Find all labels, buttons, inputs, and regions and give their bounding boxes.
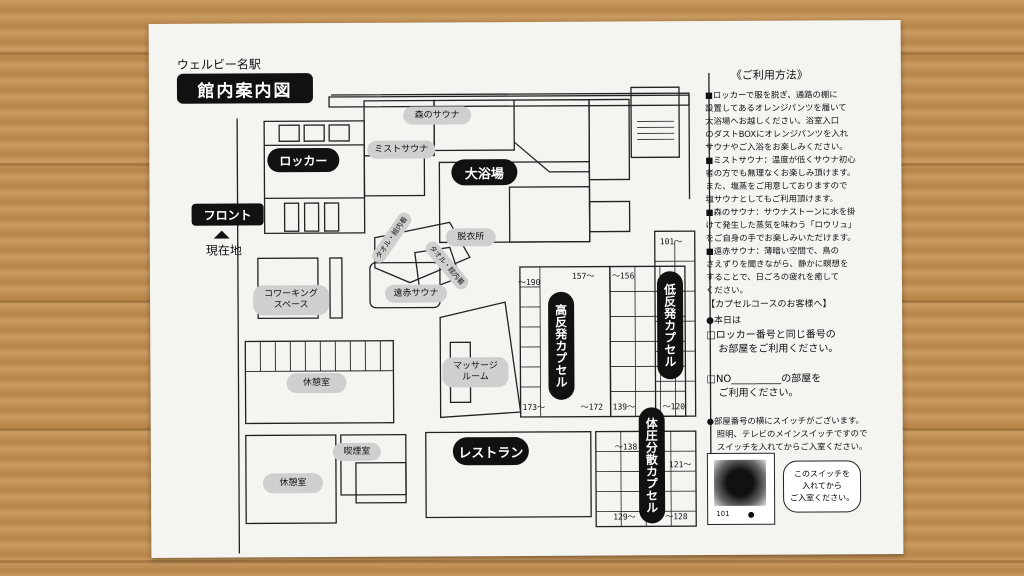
massage-room-label: マッサージ ルーム (442, 357, 509, 388)
room-number: 129～ (613, 512, 636, 522)
restaurant-label: レストラン (452, 436, 529, 466)
room-number: ～128 (665, 512, 688, 522)
current-location-marker (213, 230, 230, 239)
koukanpatsu-capsule-label: 高反発カプセル (548, 291, 575, 400)
capsule-line: ●本日は (706, 315, 742, 327)
switch-number: 101 (716, 509, 730, 519)
smoking-room-label: 喫煙室 (332, 442, 381, 462)
enseki-sauna-label: 遠赤サウナ (384, 284, 448, 303)
switch-icon (713, 459, 767, 507)
instruction-line: ■ミストサウナ：温度が低くサウナ初心 (705, 154, 856, 166)
switch-illustration: 101 (706, 452, 776, 526)
capsule-line: □NO__________の部屋を (706, 373, 822, 386)
switch-dot-icon (748, 511, 755, 518)
capsule-line: □ロッカー番号と同じ番号の (706, 329, 836, 342)
mist-sauna-label: ミストサウナ (367, 140, 436, 159)
room-number: 101～ (659, 237, 683, 247)
room-number: ～190 (517, 277, 541, 288)
locker-label: ロッカー (267, 147, 340, 173)
instruction-line: することで、日ごろの疲れを癒して (705, 271, 840, 283)
instruction-line: ください。 (705, 284, 748, 296)
instruction-line: をご自身の手でお楽しみいただけます。 (705, 232, 856, 244)
taiatsu-capsule-label: 体圧分散カプセル (638, 407, 666, 524)
capsule-line: お部屋をご利用ください。 (718, 343, 839, 355)
instruction-line: また、塩蒸をご用意しておりますので (705, 180, 848, 192)
switch-note-bubble: このスイッチを 入れてから ご入室ください。 (782, 460, 862, 513)
room-number: 157～ (571, 271, 595, 281)
instruction-line: のダストBOXにオレンジパンツを入れ (705, 128, 849, 140)
rest-room-label-2: 休憩室 (262, 473, 324, 494)
instruction-line: ■ロッカーで服を脱ぎ、通路の棚に (704, 89, 838, 101)
instruction-line: 者の方でも無理なくお楽しみ頂けます。 (705, 167, 856, 179)
datsuijo-label: 脱衣所 (445, 228, 496, 247)
mori-sauna-label: 森のサウナ (403, 106, 472, 125)
instruction-line: さえずりを聞きながら、静かに瞑想を (705, 258, 849, 270)
room-number: 121～ (668, 460, 692, 470)
floor-plan-drawing (213, 73, 712, 554)
instruction-line: ■遠赤サウナ：薄暗い空間で、鳥の (705, 245, 840, 257)
capsule-line: ●部屋番号の横にスイッチがございます。 (706, 415, 864, 427)
teikanpatsu-capsule-label: 低反発カプセル (656, 271, 684, 380)
capsule-line: ご利用ください。 (718, 387, 799, 399)
daiyokujo-label: 大浴場 (451, 159, 518, 186)
coworking-label: コワーキング スペース (252, 285, 330, 316)
room-number: ～172 (580, 402, 604, 412)
current-location-label: 現在地 (205, 243, 242, 258)
instruction-line: けて発生した蒸気を味わう「ロウリュ」 (705, 219, 857, 231)
room-number: ～120 (662, 402, 686, 412)
room-number: ～138 (614, 442, 638, 452)
room-number: 139～ (612, 402, 636, 412)
rest-room-label-1: 休憩室 (286, 372, 347, 394)
instruction-line: サウナやご入浴をお楽しみください。 (705, 141, 848, 153)
floor-guide-sheet: ウェルビー名駅 館内案内図 ロッカー フロント 現在地 大浴場 レストラン 高反… (148, 20, 904, 558)
room-number: ～156 (611, 271, 635, 281)
facility-name: ウェルビー名駅 (176, 57, 261, 72)
front-label: フロント (191, 203, 264, 226)
instruction-line: 設置してあるオレンジパンツを履いて (705, 102, 847, 114)
capsule-line: 照明、テレビのメインスイッチですので (716, 428, 868, 440)
capsule-heading: 【カプセルコースのお客様へ】 (706, 299, 832, 311)
room-number: 173～ (522, 402, 546, 413)
instructions-heading: 《ご利用方法》 (730, 68, 808, 82)
map-title: 館内案内図 (176, 73, 314, 104)
instruction-line: ■森のサウナ：サウナストーンに水を掛 (705, 206, 856, 218)
instruction-line: 大浴場へお越しください。浴室入口 (705, 115, 840, 127)
instruction-line: 塩サウナとしてもご利用頂けます。 (705, 193, 839, 205)
